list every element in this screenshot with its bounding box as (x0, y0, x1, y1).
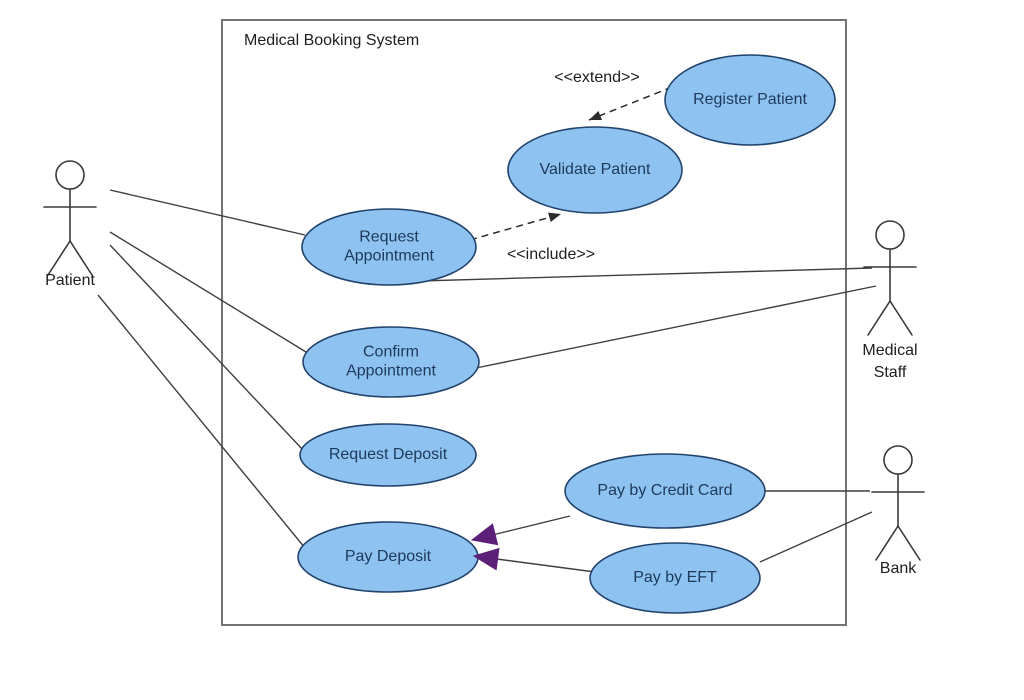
use-case-label: Register Patient (693, 91, 807, 108)
use-case-validate-patient[interactable]: Validate Patient (507, 126, 683, 214)
generalization-arrow (472, 547, 500, 571)
use-case-label: Request (359, 229, 419, 246)
extend-arrowhead (589, 111, 602, 121)
use-case-ellipse[interactable] (664, 54, 836, 146)
use-case-ellipse[interactable] (301, 208, 477, 286)
system-boundary: Medical Booking System (221, 19, 847, 626)
actor-leg-left (875, 525, 899, 561)
use-case-ellipse[interactable] (589, 542, 761, 614)
use-case-pay-by-eft[interactable]: Pay by EFT (589, 542, 761, 614)
association-line (109, 244, 305, 452)
stereotype-labels-layer: <<extend>> <<include>> (507, 69, 640, 263)
use-case-ellipse[interactable] (299, 423, 477, 487)
use-case-ellipse[interactable] (507, 126, 683, 214)
actor-label: Patient (45, 272, 95, 289)
relationship-assoc-confirm-appointment-medical-staff (475, 285, 877, 369)
include-arrowhead (548, 212, 561, 222)
association-line (97, 294, 306, 549)
generalization-arrowhead-gen-eft-to-pay-deposit (472, 547, 500, 571)
association-line (475, 285, 877, 369)
relationship-assoc-pay-by-eft-bank (759, 511, 873, 563)
use-case-register-patient[interactable]: Register Patient (664, 54, 836, 146)
actor-leg-right (69, 240, 93, 276)
relationship-assoc-patient-request-appointment (109, 189, 306, 236)
use-case-label: Request Deposit (329, 446, 448, 463)
relationship-assoc-patient-confirm-appointment (109, 231, 307, 353)
use-case-pay-by-credit-card[interactable]: Pay by Credit Card (564, 453, 766, 529)
use-case-label: Appointment (344, 248, 434, 265)
actor-head-icon (55, 160, 85, 190)
generalization-arrowhead-gen-credit-card-to-pay-deposit (470, 523, 499, 546)
use-case-ellipse[interactable] (302, 326, 480, 398)
actor-patient[interactable]: Patient (43, 160, 97, 289)
use-case-label: Pay by Credit Card (597, 482, 732, 499)
use-case-label: Appointment (346, 363, 436, 380)
arrowheads-layer (470, 523, 500, 571)
actor-label: Staff (874, 364, 907, 381)
extend-line (588, 86, 673, 121)
actor-leg-right (897, 525, 921, 561)
association-line (759, 511, 873, 563)
actor-label: Medical (862, 342, 917, 359)
stereotype-label-extend: <<extend>> (554, 69, 639, 86)
actor-head-icon (883, 445, 913, 475)
relationship-extend-register-to-validate (588, 86, 673, 121)
generalization-arrow (470, 523, 499, 546)
association-line (109, 231, 307, 353)
system-boundary-title: Medical Booking System (244, 32, 419, 49)
relationship-assoc-request-appointment-medical-staff (419, 267, 873, 282)
use-case-request-deposit[interactable]: Request Deposit (299, 423, 477, 487)
system-boundary-rect (221, 19, 847, 626)
use-case-label: Confirm (363, 344, 419, 361)
use-case-pay-deposit[interactable]: Pay Deposit (297, 521, 479, 593)
association-line (109, 189, 306, 236)
actor-leg-left (867, 300, 891, 336)
association-line (419, 267, 873, 282)
actor-head-icon (875, 220, 905, 250)
use-case-ellipse[interactable] (564, 453, 766, 529)
use-case-label: Validate Patient (540, 161, 651, 178)
actor-label: Bank (880, 560, 917, 577)
include-line (469, 213, 562, 241)
use-case-label: Pay Deposit (345, 548, 432, 565)
stereotype-label-include: <<include>> (507, 246, 595, 263)
actor-bank[interactable]: Bank (871, 445, 925, 577)
relationships-layer (97, 86, 877, 573)
relationship-assoc-patient-request-deposit (109, 244, 305, 452)
actor-leg-right (889, 300, 913, 336)
relationship-include-request-appointment-to-validate (469, 212, 562, 241)
relationship-assoc-patient-pay-deposit (97, 294, 306, 549)
actor-leg-left (47, 240, 71, 276)
use-case-label: Pay by EFT (633, 569, 717, 586)
